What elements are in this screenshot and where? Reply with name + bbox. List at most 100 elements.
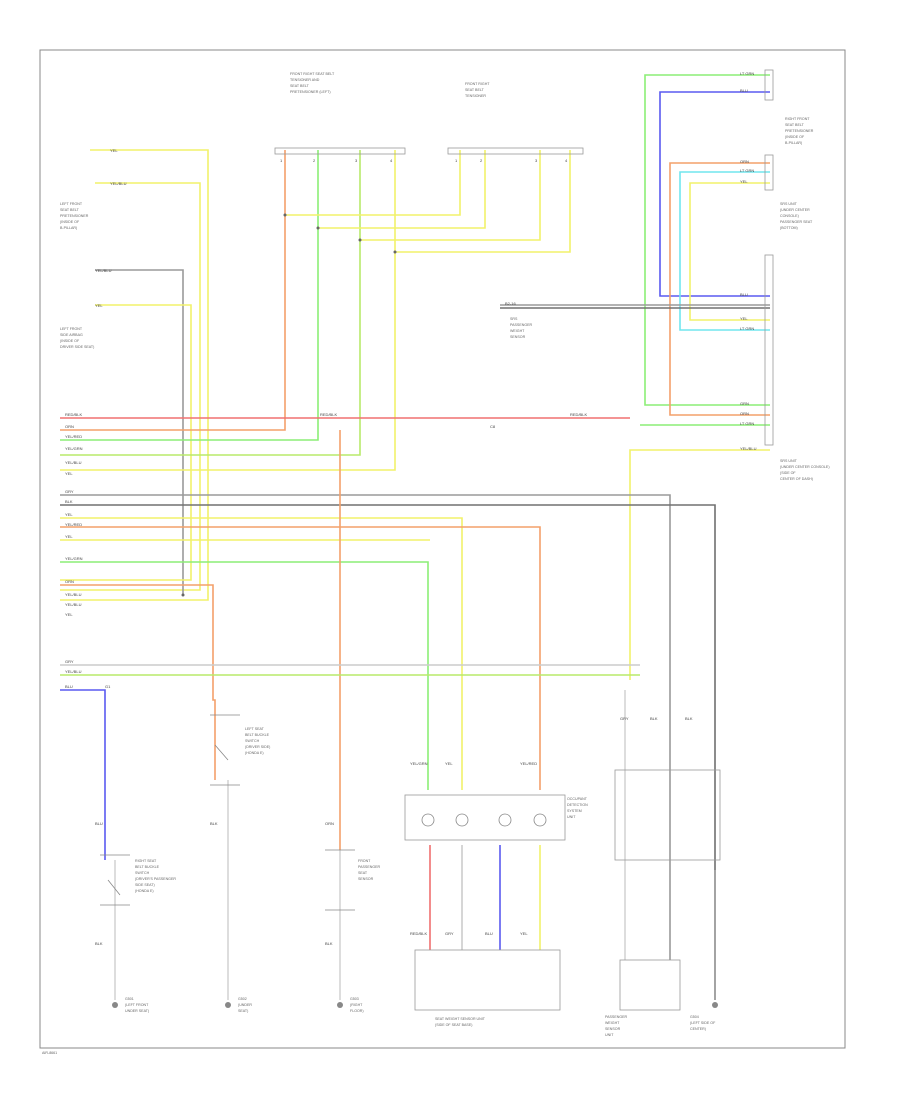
component-label: SEAT BELT bbox=[465, 88, 485, 92]
ground-label: G503 bbox=[350, 997, 359, 1001]
component-label: PASSENGER bbox=[605, 1015, 628, 1019]
component-label: FRONT bbox=[358, 859, 371, 863]
svg-text:YEL/BLU: YEL/BLU bbox=[110, 181, 127, 186]
svg-text:ORN: ORN bbox=[740, 159, 749, 164]
svg-text:RED/BLK: RED/BLK bbox=[320, 412, 337, 417]
svg-text:LT GRN: LT GRN bbox=[740, 168, 754, 173]
wire-lime-top bbox=[60, 150, 361, 456]
component-label: DETECTION bbox=[567, 803, 588, 807]
svg-text:YEL: YEL bbox=[445, 761, 453, 766]
component-label: CONSOLE) bbox=[780, 214, 799, 218]
svg-text:YEL: YEL bbox=[95, 303, 103, 308]
component-label: BELT BUCKLE bbox=[135, 865, 160, 869]
svg-text:GRY: GRY bbox=[445, 931, 454, 936]
component-label: BELT BUCKLE bbox=[245, 733, 270, 737]
component-label: SWITCH bbox=[135, 871, 150, 875]
svg-text:YEL/RED: YEL/RED bbox=[65, 522, 82, 527]
wire-group bbox=[60, 74, 770, 1000]
wire-gray-1 bbox=[95, 269, 184, 595]
connector-right-top bbox=[764, 69, 774, 101]
ground-label: CENTER) bbox=[690, 1027, 706, 1031]
svg-text:YEL: YEL bbox=[740, 316, 748, 321]
ground-label: (LEFT SIDE OF bbox=[690, 1021, 716, 1025]
component-label: LEFT FRONT bbox=[60, 327, 83, 331]
svg-text:ORN: ORN bbox=[65, 579, 74, 584]
component-label: SENSOR bbox=[358, 877, 374, 881]
svg-text:YEL/BLU: YEL/BLU bbox=[740, 446, 757, 451]
svg-text:YEL/GRN: YEL/GRN bbox=[410, 761, 428, 766]
svg-text:YEL/BLU: YEL/BLU bbox=[65, 592, 82, 597]
component-label: SEAT BELT bbox=[60, 208, 80, 212]
ground-label: (LEFT FRONT bbox=[125, 1003, 149, 1007]
svg-text:GRN: GRN bbox=[740, 401, 749, 406]
svg-text:ORN: ORN bbox=[740, 411, 749, 416]
component-label: SEAT WEIGHT SENSOR UNIT bbox=[435, 1017, 486, 1021]
wire-gray-mid-1 bbox=[60, 494, 671, 960]
component-label: (UNDER CENTER CONSOLE) bbox=[780, 465, 830, 469]
component-label: FRONT RIGHT bbox=[465, 82, 490, 86]
component-label: (INSIDE OF bbox=[60, 220, 80, 224]
component-label: (UNDER CENTER bbox=[780, 208, 810, 212]
svg-text:4: 4 bbox=[390, 158, 393, 163]
svg-text:RED/BLK: RED/BLK bbox=[65, 412, 82, 417]
wire-orange-left bbox=[60, 584, 216, 780]
svg-text:BLU: BLU bbox=[740, 292, 748, 297]
component-label: PRETENSIONER (LEFT) bbox=[290, 90, 331, 94]
svg-text:YEL: YEL bbox=[65, 534, 73, 539]
ground-label: UNDER SEAT) bbox=[125, 1009, 149, 1013]
component-label: (INSIDE OF bbox=[785, 135, 805, 139]
svg-text:2: 2 bbox=[480, 158, 483, 163]
svg-text:BLU: BLU bbox=[65, 684, 73, 689]
component-label: SENSOR bbox=[510, 335, 526, 339]
svg-text:YEL: YEL bbox=[65, 512, 73, 517]
component-label: FRONT RIGHT SEAT BELT bbox=[290, 72, 335, 76]
wire-green-mid bbox=[60, 561, 429, 790]
connector-right-mid bbox=[764, 154, 774, 191]
wire-orange-top bbox=[60, 150, 286, 431]
component-label: SEAT BELT bbox=[785, 123, 805, 127]
svg-text:BLK: BLK bbox=[95, 941, 103, 946]
svg-text:BLU: BLU bbox=[95, 821, 103, 826]
svg-text:GRY: GRY bbox=[620, 716, 629, 721]
srs-connector-pins bbox=[421, 813, 547, 827]
connector-top-left bbox=[274, 147, 406, 155]
svg-text:BLK: BLK bbox=[65, 499, 73, 504]
wire-orange-right bbox=[669, 162, 770, 416]
wire-yellow-c2a bbox=[285, 150, 461, 216]
svg-text:YEL: YEL bbox=[520, 931, 528, 936]
svg-text:BLK: BLK bbox=[650, 716, 658, 721]
component-label: UNIT bbox=[567, 815, 576, 819]
wire-blue-low bbox=[60, 689, 106, 860]
component-label: B-PILLAR) bbox=[785, 141, 802, 145]
wire-yellow-top bbox=[60, 150, 396, 471]
svg-text:RED/BLK: RED/BLK bbox=[410, 931, 427, 936]
wire-blue-right bbox=[659, 91, 770, 297]
wire-yellow-c2b bbox=[318, 150, 486, 229]
component-label: (SIDE OF bbox=[780, 471, 796, 475]
svg-text:ORN: ORN bbox=[65, 424, 74, 429]
component-label: RIGHT FRONT bbox=[785, 117, 810, 121]
svg-text:YEL/GRN: YEL/GRN bbox=[65, 446, 83, 451]
wire-yellow-ods bbox=[629, 449, 770, 680]
component-label: SIDE SEAT) bbox=[135, 883, 155, 887]
component-label: OCCUPANT bbox=[567, 797, 588, 801]
svg-text:LT GRN: LT GRN bbox=[740, 326, 754, 331]
svg-text:LT GRN: LT GRN bbox=[740, 421, 754, 426]
svg-text:YEL/BLU: YEL/BLU bbox=[95, 268, 112, 273]
component-label: CENTER OF DASH) bbox=[780, 477, 813, 481]
component-label: SWITCH bbox=[245, 739, 260, 743]
footer-code: AIR-8661 bbox=[42, 1051, 57, 1055]
connector-right-long bbox=[764, 254, 774, 446]
connector-top-right bbox=[447, 147, 584, 155]
component-label: PRETENSIONER bbox=[785, 129, 814, 133]
wire-green-right-1 bbox=[644, 74, 770, 406]
component-label: SRS UNIT bbox=[780, 202, 798, 206]
wire-cyan-right bbox=[679, 171, 770, 331]
ground-label: G501 bbox=[125, 997, 134, 1001]
svg-text:YEL/BLU: YEL/BLU bbox=[65, 669, 82, 674]
svg-text:G1: G1 bbox=[105, 684, 111, 689]
component-label: (HONDA E) bbox=[135, 889, 154, 893]
wire-yellow-c2c bbox=[360, 150, 541, 241]
switch-symbols bbox=[100, 714, 355, 911]
